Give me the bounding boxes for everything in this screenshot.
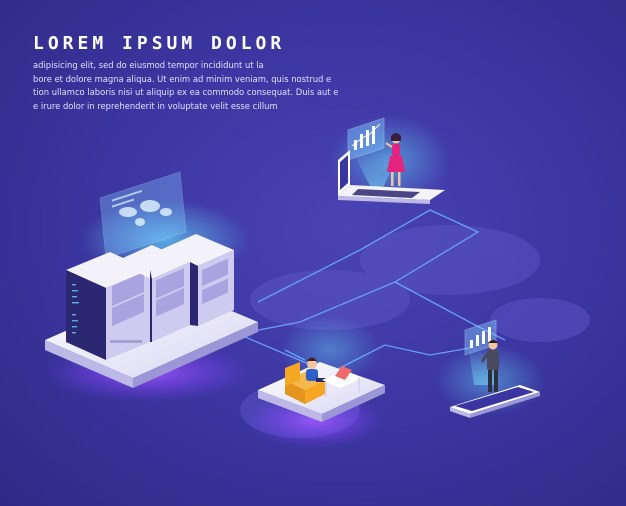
- desk-icon: [322, 366, 362, 397]
- hologram-world-map-panel: [99, 171, 187, 259]
- server-cluster: [43, 171, 258, 402]
- desk-station: [245, 315, 385, 448]
- server-rack-icon: [160, 234, 234, 326]
- page-title: LOREM IPSUM DOLOR: [33, 33, 286, 54]
- body-line: bore et dolore magna aliqua. Ut enim ad …: [33, 73, 332, 84]
- body-line: e irure dolor in reprehenderit in volupt…: [33, 100, 278, 111]
- body-line: adipisicing elit, sed do eiusmod tempor …: [33, 60, 264, 70]
- body-line: tion ullamco laboris nisi ut aliquip ex …: [33, 87, 339, 97]
- hologram-chart-icon: [347, 117, 385, 161]
- body-paragraph: adipisicing elit, sed do eiusmod tempor …: [33, 59, 339, 113]
- smartphone-station: [435, 319, 545, 418]
- laptop-icon: [338, 150, 445, 204]
- man-figure-icon: [480, 340, 499, 392]
- laptop-station: [330, 115, 450, 205]
- woman-figure-icon: [385, 133, 405, 186]
- smartphone-icon: [450, 385, 540, 418]
